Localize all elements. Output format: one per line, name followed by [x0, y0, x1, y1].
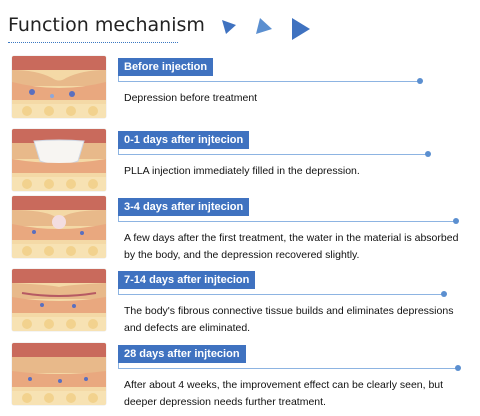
stage-description: A few days after the first treatment, th… — [124, 232, 459, 261]
stage-row: Before injection Depression before treat… — [0, 54, 480, 126]
skin-illustration — [12, 269, 106, 331]
stage-label: 0-1 days after injtecion — [118, 131, 250, 149]
stage-label: 7-14 days after injtecion — [118, 271, 256, 289]
stage-row: 7-14 days after injtecion The body's fib… — [0, 267, 480, 339]
triangle-arrows — [222, 18, 310, 40]
stage-description: PLLA injection immediately filled in the… — [124, 165, 360, 177]
line-end-dot — [455, 365, 461, 371]
skin-illustration — [12, 343, 106, 405]
stage-label: Before injection — [118, 58, 214, 76]
skin-illustration — [12, 129, 106, 191]
stage-row: 0-1 days after injtecion PLLA injection … — [0, 127, 480, 199]
stage-divider — [118, 368, 458, 369]
stage-row: 28 days after injtecion After about 4 we… — [0, 341, 480, 413]
line-end-dot — [453, 218, 459, 224]
line-end-dot — [425, 151, 431, 157]
stage-divider — [118, 294, 444, 295]
stage-label: 3-4 days after injtecion — [118, 198, 250, 216]
arrow-medium-icon — [256, 18, 272, 34]
arrow-large-icon — [292, 18, 310, 40]
page-title: Function mechanism — [8, 14, 205, 36]
title-divider — [8, 42, 178, 43]
stage-row: 3-4 days after injtecion A few days afte… — [0, 194, 480, 266]
stage-label: 28 days after injtecion — [118, 345, 246, 363]
stage-divider — [118, 221, 456, 222]
stage-divider — [118, 154, 428, 155]
arrow-small-icon — [222, 20, 236, 34]
line-end-dot — [417, 78, 423, 84]
stage-description: The body's fibrous connective tissue bui… — [124, 305, 454, 334]
line-end-dot — [441, 291, 447, 297]
skin-illustration — [12, 56, 106, 118]
stage-description: After about 4 weeks, the improvement eff… — [124, 379, 444, 408]
skin-illustration — [12, 196, 106, 258]
stage-description: Depression before treatment — [124, 92, 258, 104]
stage-divider — [118, 81, 420, 82]
